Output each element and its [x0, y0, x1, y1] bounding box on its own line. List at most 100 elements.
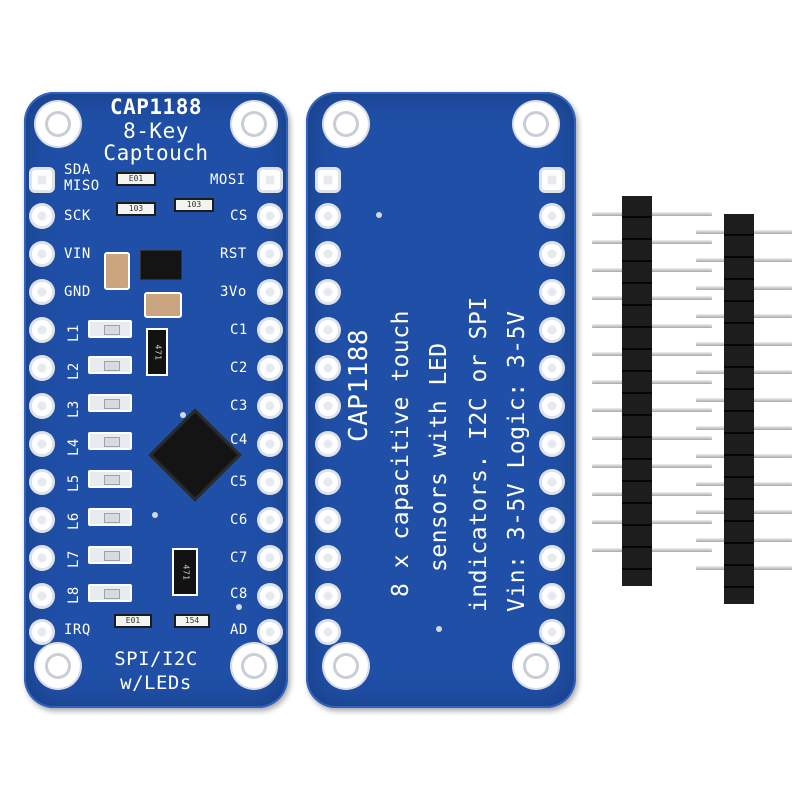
header-pin: [592, 268, 712, 272]
pin-pad: [318, 170, 338, 190]
pin-label-cs: CS: [230, 208, 248, 224]
pin-label-c2: C2: [230, 360, 248, 376]
back-title: CAP1188: [344, 328, 374, 442]
pin-pad: [32, 396, 52, 416]
mount-hole: [36, 644, 80, 688]
header-pin: [592, 548, 712, 552]
led-label: L4: [66, 438, 82, 456]
mount-hole: [232, 102, 276, 146]
resistor: 154: [174, 614, 210, 628]
led-label: L1: [66, 324, 82, 342]
pin-pad: [260, 320, 280, 340]
pin-pad: [542, 548, 562, 568]
pin-pad: [318, 472, 338, 492]
pin-label-mosi: MOSI: [210, 172, 246, 188]
header-housing: [622, 196, 652, 586]
pin-header: [696, 214, 796, 604]
pin-pad: [542, 358, 562, 378]
pin-pad: [542, 510, 562, 530]
header-pin: [592, 464, 712, 468]
pin-label-c4: C4: [230, 432, 248, 448]
pin-pad: [318, 396, 338, 416]
board-subtitle: 8-Key: [123, 119, 189, 143]
board-subtitle: Captouch: [103, 141, 209, 165]
via: [180, 412, 186, 418]
mount-hole: [514, 102, 558, 146]
pin-pad: [260, 282, 280, 302]
pin-pad: [318, 282, 338, 302]
pin-pad: [32, 358, 52, 378]
pin-pad: [542, 206, 562, 226]
pin-pad: [32, 244, 52, 264]
pin-label-c1: C1: [230, 322, 248, 338]
pin-pad: [318, 244, 338, 264]
pin-pad: [260, 434, 280, 454]
header-pin: [592, 296, 712, 300]
pin-pad: [32, 434, 52, 454]
pin-pad: [542, 434, 562, 454]
pin-pad: [32, 320, 52, 340]
voltage-regulator: [140, 250, 182, 280]
pin-pad: [260, 586, 280, 606]
pin-label-c3: C3: [230, 398, 248, 414]
description-line: sensors with LED: [426, 342, 452, 572]
led: [88, 320, 132, 338]
header-housing: [724, 214, 754, 604]
mount-hole: [324, 102, 368, 146]
mount-hole: [232, 644, 276, 688]
resistor-network: 471: [146, 328, 168, 376]
led: [88, 394, 132, 412]
led: [88, 508, 132, 526]
pin-label-miso: MISO: [64, 178, 100, 194]
led-label: L5: [66, 474, 82, 492]
pin-pad: [542, 622, 562, 642]
resistor: E01: [114, 614, 152, 628]
capacitor: [144, 292, 182, 318]
pin-pad: [260, 206, 280, 226]
resistor: E01: [116, 172, 156, 186]
via: [236, 604, 242, 610]
pin-pad: [260, 358, 280, 378]
interface-label: SPI/I2C: [114, 648, 198, 670]
capacitor: [104, 252, 130, 290]
board-title: CAP1188: [109, 95, 202, 119]
led: [88, 432, 132, 450]
description-line: 8 x capacitive touch: [388, 310, 414, 597]
led-label: L7: [66, 550, 82, 568]
header-pin: [592, 520, 712, 524]
pin-pad: [542, 282, 562, 302]
pin-label-3vo: 3Vo: [220, 284, 247, 300]
resistor-network: 471: [172, 548, 198, 596]
header-pin: [592, 240, 712, 244]
pin-pad: [260, 472, 280, 492]
pin-label-sda: SDA: [64, 162, 91, 178]
pin-label-sck: SCK: [64, 208, 91, 224]
pin-pad: [260, 170, 280, 190]
pin-label-rst: RST: [220, 246, 247, 262]
resistor: 103: [116, 202, 156, 216]
pin-label-c5: C5: [230, 474, 248, 490]
description-line: Vin: 3-5V Logic: 3-5V: [504, 310, 530, 612]
header-pin: [592, 352, 712, 356]
pin-pad: [260, 510, 280, 530]
header-pin: [592, 324, 712, 328]
led: [88, 356, 132, 374]
led-label: L6: [66, 512, 82, 530]
pin-pad: [542, 170, 562, 190]
header-pin: [592, 212, 712, 216]
header-pin: [592, 492, 712, 496]
mount-hole: [514, 644, 558, 688]
pin-pad: [542, 244, 562, 264]
mount-hole: [36, 102, 80, 146]
pin-pad: [318, 320, 338, 340]
pin-label-c8: C8: [230, 586, 248, 602]
led: [88, 546, 132, 564]
pin-header: [592, 196, 722, 586]
pin-pad: [260, 396, 280, 416]
pin-pad: [32, 170, 52, 190]
pin-pad: [318, 510, 338, 530]
cap1188-chip: [148, 408, 242, 502]
led-label: L3: [66, 400, 82, 418]
via: [152, 512, 158, 518]
pin-label-c6: C6: [230, 512, 248, 528]
